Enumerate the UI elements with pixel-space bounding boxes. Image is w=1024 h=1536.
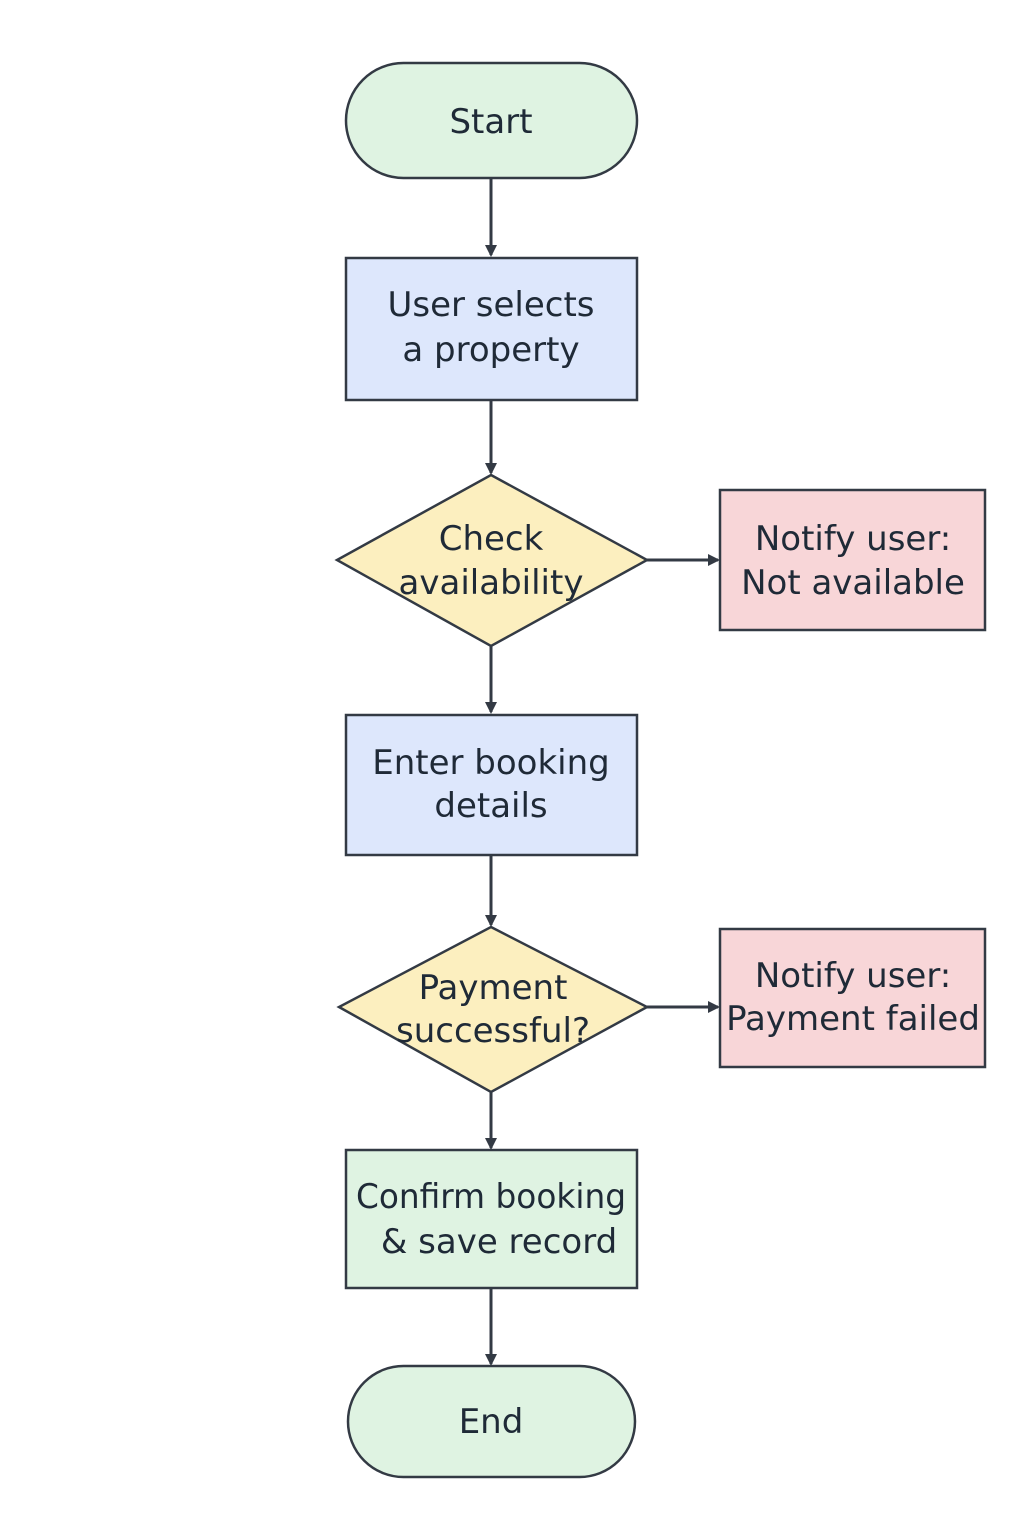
select-property-label-line2: a property — [402, 330, 579, 370]
payment-successful-label-line2: successful? — [396, 1011, 590, 1051]
end-node: End — [346, 1364, 637, 1479]
notify-not-available-node: Notify user: Not available — [718, 488, 987, 632]
notify-payment-failed-node: Notify user: Payment failed — [718, 927, 987, 1069]
notify-not-available-label-line1: Notify user: — [755, 519, 951, 559]
enter-details-shape — [344, 713, 639, 857]
notify-payment-failed-shape — [718, 927, 987, 1069]
start-shape — [344, 61, 639, 180]
select-property-node: User selects a property — [344, 256, 639, 402]
notify-payment-failed-label-line2: Payment failed — [726, 999, 980, 1039]
check-availability-shape — [334, 473, 650, 648]
confirm-booking-shape — [344, 1148, 639, 1290]
check-availability-node: Check availability — [334, 473, 650, 648]
notify-not-available-label-line2: Not available — [741, 563, 965, 603]
confirm-booking-label-line1: Confirm booking — [356, 1177, 626, 1217]
select-property-label-line1: User selects — [387, 285, 594, 325]
enter-details-label-line2: details — [434, 786, 547, 826]
enter-details-label-line1: Enter booking — [372, 743, 610, 783]
select-property-shape — [344, 256, 639, 402]
start-node: Start — [344, 61, 639, 180]
edges — [485, 178, 720, 1366]
notify-not-available-shape — [718, 488, 987, 632]
start-label: Start — [449, 102, 532, 142]
payment-successful-node: Payment successful? — [336, 925, 650, 1094]
payment-successful-shape — [336, 925, 650, 1094]
check-availability-label-line1: Check — [439, 519, 544, 559]
confirm-booking-node: Confirm booking & save record — [344, 1148, 639, 1290]
enter-details-node: Enter booking details — [344, 713, 639, 857]
check-availability-label-line2: availability — [399, 563, 584, 603]
payment-successful-label-line1: Payment — [419, 968, 568, 1008]
end-label: End — [459, 1402, 524, 1442]
notify-payment-failed-label-line1: Notify user: — [755, 956, 951, 996]
confirm-booking-label-line2: & save record — [381, 1222, 617, 1262]
end-shape — [346, 1364, 637, 1479]
